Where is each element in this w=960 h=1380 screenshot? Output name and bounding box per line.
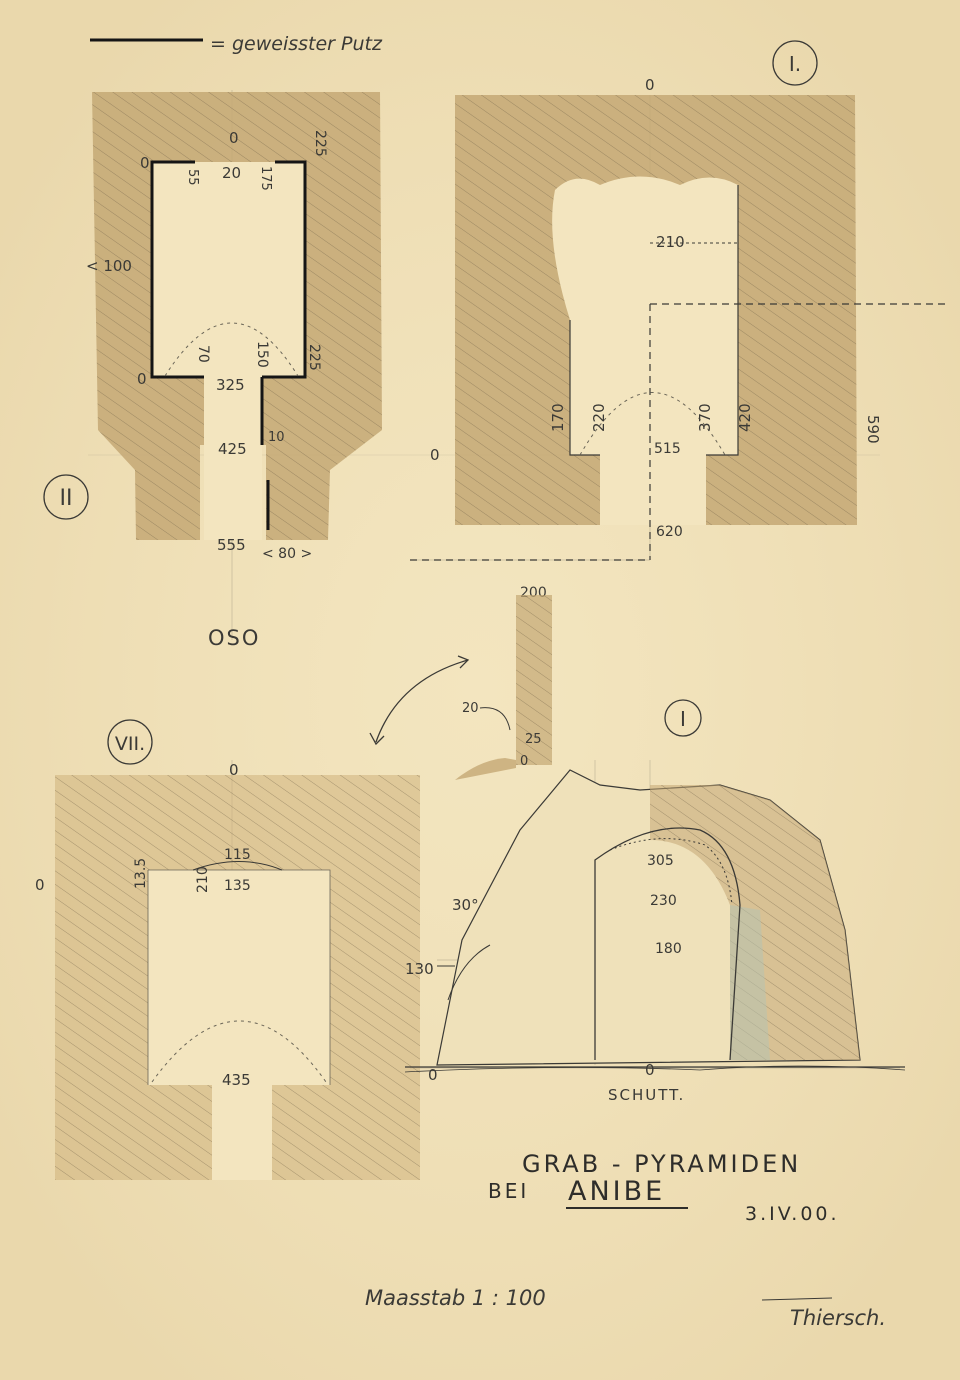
plan-I-label-220: 220 <box>590 403 608 432</box>
plan-VII-label-210: 210 <box>195 866 211 893</box>
legend-text: = geweisster Putz <box>210 33 383 55</box>
plan-II-label-zero-left-top: 0 <box>140 154 150 172</box>
plan-VII-label-435: 435 <box>222 1071 251 1089</box>
section-I-roman: I <box>680 707 686 731</box>
plan-I-label-620: 620 <box>656 524 683 540</box>
plan-VII-chamber <box>148 870 330 1085</box>
plan-VII-label-135-left: 13.5 <box>133 858 149 889</box>
section-I-vault-inner <box>609 838 733 906</box>
plan-I-chamber <box>552 176 738 525</box>
plan-VII-entrance <box>212 1085 272 1180</box>
plan-I-vault-arc <box>579 392 726 456</box>
plan-II-label-20: 20 <box>222 164 241 182</box>
plan-II: II 0 0 55 20 175 225 < 100 70 150 225 0 … <box>43 92 382 562</box>
orientation-text: OSO <box>208 626 260 650</box>
plan-II-label-zero-top: 0 <box>229 129 239 147</box>
plan-VII-label-top-zero: 0 <box>229 761 239 779</box>
plan-VII-vault-arc <box>151 1020 327 1083</box>
plan-VII-roman-circle <box>107 719 153 765</box>
plan-I-chamber-outline <box>569 185 739 456</box>
plan-I-label-210: 210 <box>656 233 685 251</box>
section-I-vault <box>594 827 741 1061</box>
plan-II-label-70: 70 <box>195 345 211 363</box>
section-I-slope-arc <box>447 944 491 1001</box>
plan-II-label-325: 325 <box>216 376 245 394</box>
plan-II-vault-arc <box>164 322 299 377</box>
section-I: I 20 25 0 30° 130 0 0 305 230 180 SCHUTT… <box>404 699 906 1104</box>
legend: = geweisster Putz <box>90 33 383 55</box>
wall-detail-callout <box>479 707 511 731</box>
plan-I-label-370: 370 <box>696 403 714 432</box>
plan-II-entrance <box>204 377 262 540</box>
plan-II-label-80: < 80 > <box>262 546 312 562</box>
plan-I-roman: I. <box>789 52 801 76</box>
section-I-label-0-left: 0 <box>428 1066 438 1084</box>
plan-II-label-225-right: 225 <box>306 344 322 371</box>
section-I-roman-circle <box>664 699 702 737</box>
plan-II-label-555: 555 <box>217 536 246 554</box>
section-I-shadow <box>730 905 770 1060</box>
title-line2-place: ANIBE <box>568 1176 665 1207</box>
plan-VII: VII. 0 0 13.5 115 210 135 435 <box>35 719 420 1180</box>
plan-II-label-425: 425 <box>218 440 247 458</box>
plan-II-label-150: 150 <box>254 341 270 368</box>
plan-II-label-zero-left-bottom: 0 <box>137 370 147 388</box>
plan-VII-roman: VII. <box>115 733 145 755</box>
wall-detail-hatching <box>516 595 552 765</box>
plan-VII-label-135: 135 <box>224 878 251 894</box>
section-I-label-0-small: 0 <box>520 754 528 769</box>
plan-II-plaster-outline <box>150 160 307 530</box>
plan-I-label-170: 170 <box>549 403 567 432</box>
plan-I-label-590: 590 <box>864 415 882 444</box>
plan-I-label-420: 420 <box>736 403 754 432</box>
section-I-label-180: 180 <box>655 941 682 957</box>
plan-VII-label-left-zero: 0 <box>35 876 45 894</box>
plan-I-roman-circle <box>772 40 818 86</box>
plan-VII-chamber-outline <box>147 869 331 1085</box>
plan-I: I. 0 210 0 170 220 515 370 420 590 620 2… <box>410 40 950 601</box>
plan-II-label-55: 55 <box>185 169 200 186</box>
plan-VII-label-115: 115 <box>224 847 251 863</box>
section-I-label-30deg: 30° <box>452 896 479 914</box>
orientation-arrowhead-top <box>457 655 470 669</box>
plan-II-label-225-top: 225 <box>312 130 328 157</box>
title-date: 3.IV.00. <box>745 1203 840 1225</box>
plan-II-label-100: < 100 <box>86 257 132 275</box>
wall-detail-base <box>455 758 516 780</box>
plan-II-chamber <box>152 162 305 445</box>
plan-I-label-515: 515 <box>654 441 681 457</box>
plan-II-roman-circle <box>43 474 89 520</box>
section-I-label-305: 305 <box>647 853 674 869</box>
plan-VII-top-arc <box>192 861 283 871</box>
plan-II-roman: II <box>60 486 73 511</box>
section-I-label-schutt: SCHUTT. <box>608 1086 685 1104</box>
scale-text: Maasstab 1 : 100 <box>365 1286 546 1310</box>
section-I-label-0-center: 0 <box>645 1061 655 1079</box>
plan-I-label-left-zero: 0 <box>430 446 440 464</box>
title-block: GRAB - PYRAMIDEN BEI ANIBE 3.IV.00. <box>488 1150 840 1225</box>
section-I-label-130: 130 <box>405 960 434 978</box>
signature: Thiersch. <box>790 1306 886 1330</box>
section-I-label-230: 230 <box>650 893 677 909</box>
plan-I-label-top-zero: 0 <box>645 76 655 94</box>
title-line1: GRAB - PYRAMIDEN <box>522 1150 801 1178</box>
plan-II-label-10: 10 <box>268 430 285 445</box>
section-I-label-25: 25 <box>525 732 542 747</box>
orientation-arrow <box>375 659 469 743</box>
wall-detail <box>455 595 552 780</box>
section-I-rubble <box>404 1065 906 1073</box>
orientation-arrowhead-bottom <box>369 732 385 746</box>
orientation: OSO <box>208 626 470 746</box>
signature-flourish <box>761 1297 833 1301</box>
title-line2-prefix: BEI <box>488 1179 529 1203</box>
plan-II-label-175: 175 <box>258 166 273 191</box>
section-I-label-20: 20 <box>462 701 479 716</box>
